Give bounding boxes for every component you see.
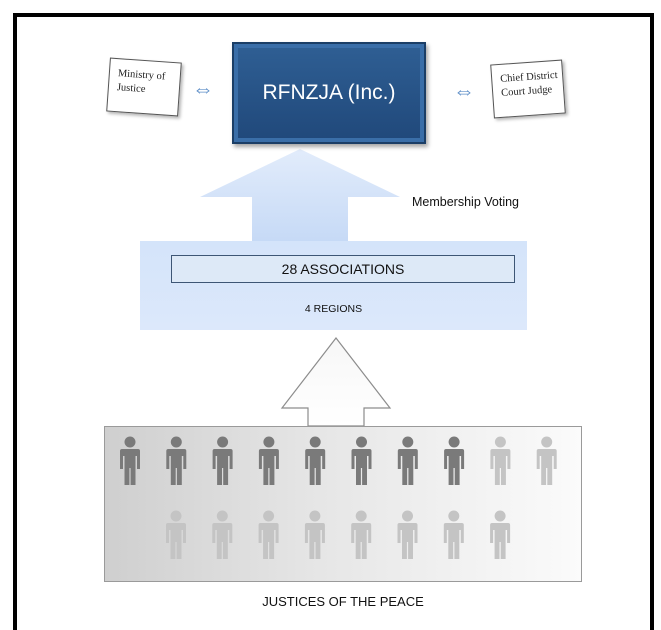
person-icon: [397, 510, 418, 559]
person-icon: [536, 436, 557, 485]
person-icon: [166, 436, 187, 485]
person-icon: [258, 510, 279, 559]
person-icon: [258, 436, 279, 485]
person-icon: [351, 510, 372, 559]
person-icon: [212, 436, 233, 485]
person-icon: [444, 436, 465, 485]
up-arrow-icon-large: [280, 337, 392, 427]
person-icon: [351, 436, 372, 485]
membership-voting-arrow: [200, 149, 400, 245]
person-icon: [212, 510, 233, 559]
associations-box: 28 ASSOCIATIONS: [171, 255, 515, 283]
membership-voting-label: Membership Voting: [412, 195, 520, 209]
regions-label: 4 REGIONS: [304, 303, 363, 315]
person-icon: [490, 510, 511, 559]
double-arrow-icon-right: ⇔: [453, 78, 475, 103]
double-arrow-icon-left: ⇔: [192, 76, 214, 101]
person-icon: [166, 510, 186, 559]
person-icon: [397, 436, 418, 485]
person-icon: [305, 436, 326, 485]
person-icon: [490, 436, 511, 485]
judge-label-line2: Court Judge: [500, 84, 553, 99]
justices-of-the-peace-label: JUSTICES OF THE PEACE: [262, 594, 424, 609]
people-group: [120, 436, 557, 559]
rfnzja-node: RFNZJA (Inc.): [232, 42, 426, 144]
ministry-label-line2: Justice: [116, 82, 146, 96]
person-icon: [443, 510, 464, 559]
ministry-of-justice-node: Ministry of Justice: [106, 57, 182, 117]
associations-label: 28 ASSOCIATIONS: [281, 261, 405, 277]
person-icon: [120, 436, 140, 485]
rfnzja-label: RFNZJA (Inc.): [262, 81, 396, 104]
chief-district-court-judge-node: Chief District Court Judge: [490, 59, 566, 119]
person-icon: [304, 510, 325, 559]
